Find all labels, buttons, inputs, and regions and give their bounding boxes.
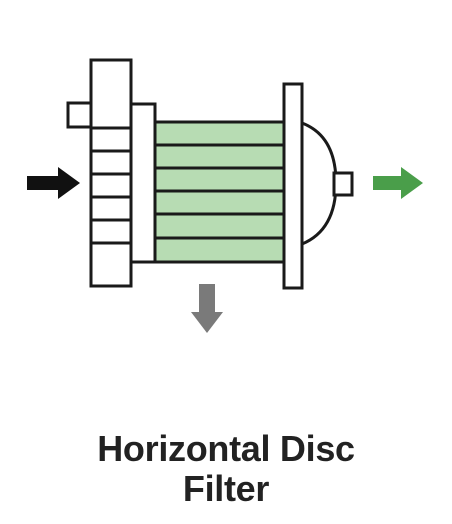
outlet-nozzle: [332, 171, 354, 197]
diagram-caption-line-2: Filter: [182, 468, 270, 509]
diagram-caption-line-1: Horizontal Disc: [97, 428, 355, 469]
manifold-tab: [66, 101, 94, 129]
drain-arrow: [191, 284, 223, 333]
domed-end-cap: [301, 121, 338, 246]
inner-flange: [129, 102, 157, 264]
filter-disc-stack: [153, 120, 286, 264]
horizontal-disc-filter-diagram: [27, 58, 423, 333]
inlet-manifold: [89, 58, 133, 288]
inlet-arrow: [27, 167, 80, 199]
end-plate: [282, 82, 304, 290]
outlet-arrow: [373, 167, 423, 199]
